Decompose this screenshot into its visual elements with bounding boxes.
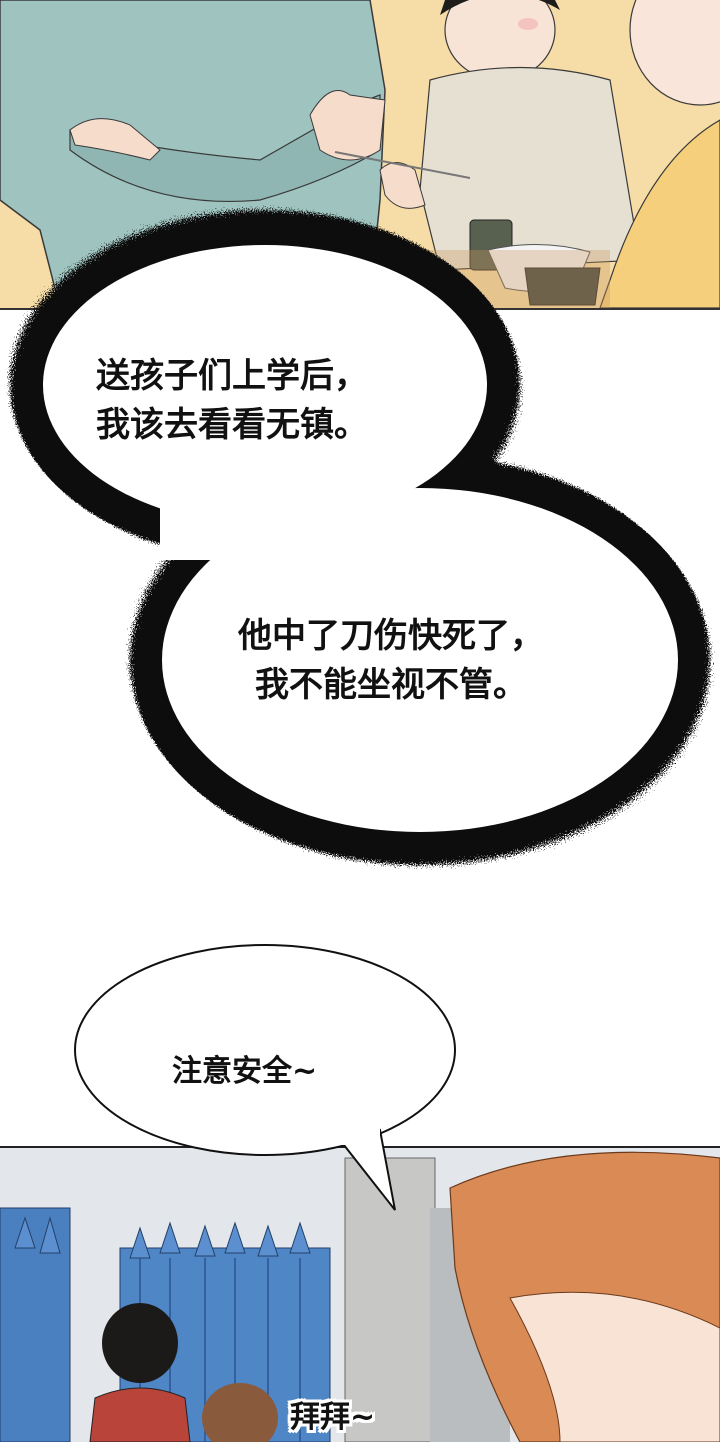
speech-bubble-outline [74,944,456,1211]
thought-bubble-2-text: 他中了刀伤快死了， 我不能坐视不管。 [238,616,544,706]
thought-bubble-1-outline [10,210,710,865]
speech-bubble-text: 注意安全~ [172,1054,318,1089]
breakfast-illustration [0,0,720,308]
thought-bubble-1-text: 送孩子们上学后， 我该去看看无镇。 [96,356,368,446]
panel-goodbye-scene [0,1146,720,1442]
school-gate-illustration [0,1148,720,1442]
panel-breakfast-scene [0,0,720,310]
sfx-bye-text: 拜拜~ [290,1400,376,1435]
